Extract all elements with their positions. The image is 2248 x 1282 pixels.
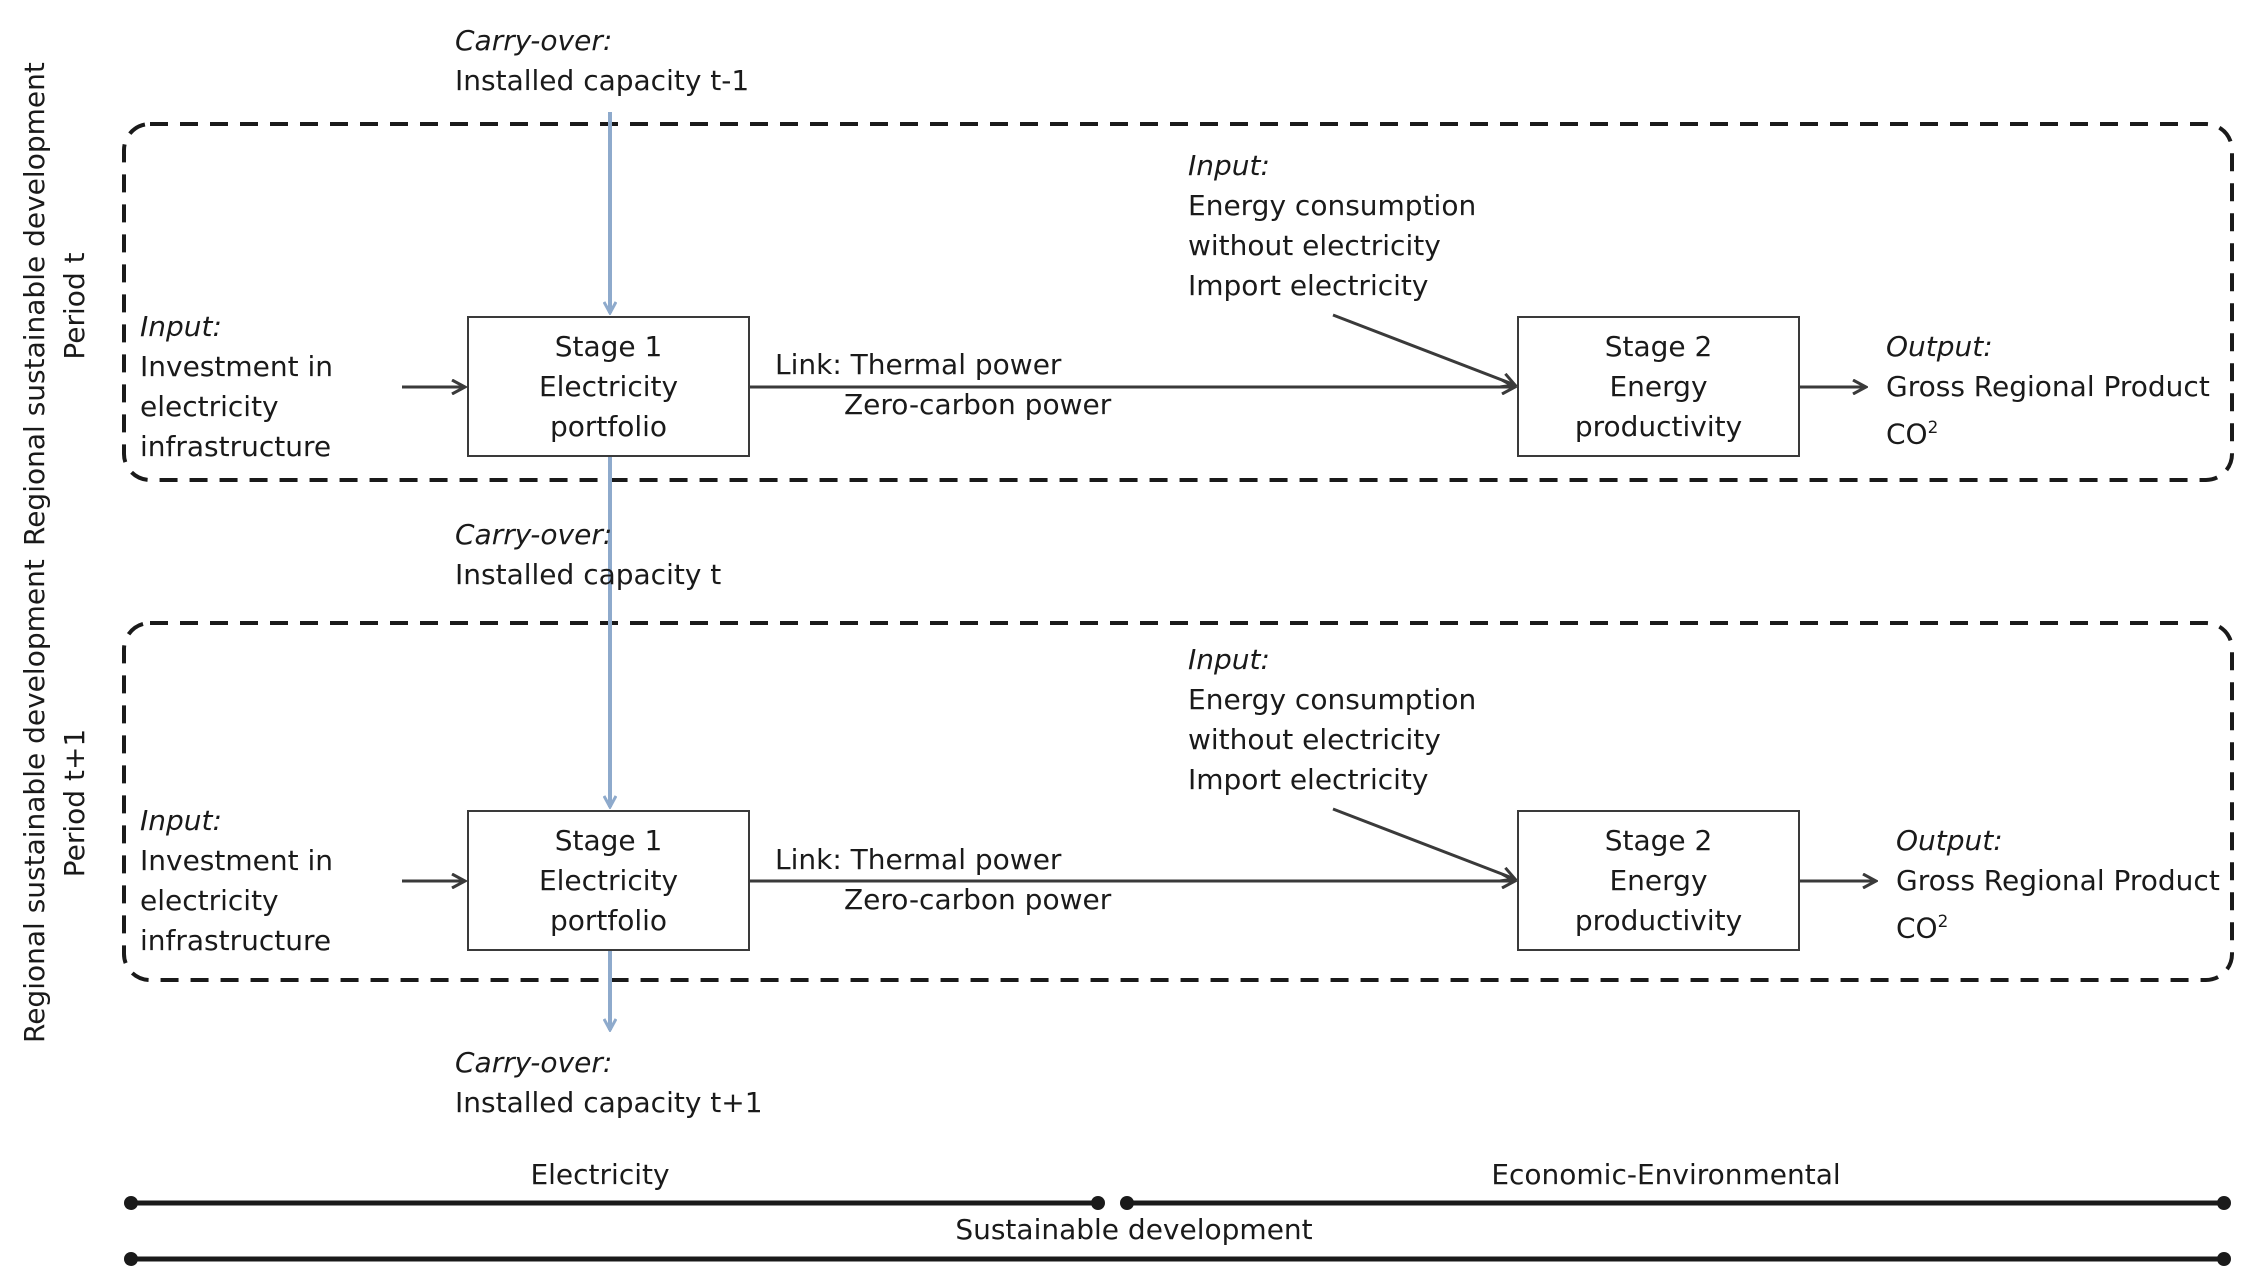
stage2-title-t: Stage 2 xyxy=(1604,329,1713,363)
investment-input-line3-t: infrastructure xyxy=(140,430,332,463)
carry-over-bottom-value: Installed capacity t+1 xyxy=(455,1086,763,1119)
investment-input-line3-t1: infrastructure xyxy=(140,924,332,957)
output-line2-t1: CO2 xyxy=(1896,901,1948,948)
investment-input-line2-t1: electricity xyxy=(140,884,279,917)
link-label-line2-t: Zero-carbon power xyxy=(844,388,1112,421)
link-label-line1-t1: Link: Thermal power xyxy=(775,843,1062,876)
electricity-scale-label: Electricity xyxy=(530,1158,670,1191)
stage2-box-t: Stage 2 Energy productivity xyxy=(1517,316,1800,457)
carry-over-top-value: Installed capacity t-1 xyxy=(455,64,750,97)
stage1-line2-t: Electricity xyxy=(538,369,679,403)
output-line2-t: CO2 xyxy=(1886,407,1938,454)
stage2-line2-t1: Energy xyxy=(1609,863,1708,897)
stage1-box-t: Stage 1 Electricity portfolio xyxy=(467,316,750,457)
economic-scale-end-dot xyxy=(2217,1196,2231,1210)
period-t1-side-label-line2: Period t+1 xyxy=(58,728,91,878)
energy-input-arrow-t xyxy=(1332,313,1515,385)
carry-over-mid-label: Carry-over: xyxy=(455,518,613,551)
investment-input-label-t: Input: xyxy=(140,310,222,343)
stage1-line3-t: portfolio xyxy=(549,409,668,443)
co2-sup-t1: 2 xyxy=(1937,911,1949,931)
period-t-side-label-line1: Regional sustainable development xyxy=(18,62,51,546)
output-label-t: Output: xyxy=(1886,330,1993,363)
stage2-title-t1: Stage 2 xyxy=(1604,823,1713,857)
output-line1-t1: Gross Regional Product xyxy=(1896,864,2220,897)
stage2-line2-t: Energy xyxy=(1609,369,1708,403)
electricity-scale-end-dot xyxy=(1091,1196,1105,1210)
link-label-line2-t1: Zero-carbon power xyxy=(844,883,1112,916)
stage2-box-t1: Stage 2 Energy productivity xyxy=(1517,810,1800,951)
stage1-title-t: Stage 1 xyxy=(554,329,663,363)
energy-input-label-t1: Input: xyxy=(1188,643,1270,676)
energy-input-line1-t1: Energy consumption xyxy=(1188,683,1477,716)
energy-input-line3-t1: Import electricity xyxy=(1188,763,1429,796)
energy-input-label-t: Input: xyxy=(1188,149,1270,182)
period-t1-frame xyxy=(122,621,2234,982)
period-t1-side-label: Regional sustainable development Period … xyxy=(15,559,95,1043)
investment-input-line1-t1: Investment in xyxy=(140,844,334,877)
investment-input-line1-t: Investment in xyxy=(140,350,334,383)
stage1-line2-t1: Electricity xyxy=(538,863,679,897)
sustainable-scale-start-dot xyxy=(124,1252,138,1266)
co2-base-t: CO xyxy=(1886,417,1928,451)
period-t-frame xyxy=(122,122,2234,482)
electricity-scale-start-dot xyxy=(124,1196,138,1210)
output-line1-t: Gross Regional Product xyxy=(1886,370,2210,403)
co2-sup-t: 2 xyxy=(1927,417,1939,437)
carry-over-top-label: Carry-over: xyxy=(455,24,613,57)
carry-over-mid-value: Installed capacity t xyxy=(455,558,722,591)
link-label-line1-t: Link: Thermal power xyxy=(775,348,1062,381)
stage2-line3-t1: productivity xyxy=(1574,903,1743,937)
sustainable-scale-label: Sustainable development xyxy=(955,1213,1313,1246)
energy-input-line2-t1: without electricity xyxy=(1188,723,1441,756)
stage1-line3-t1: portfolio xyxy=(549,903,668,937)
economic-scale-label: Economic-Environmental xyxy=(1491,1158,1841,1191)
output-label-t1: Output: xyxy=(1896,824,2003,857)
economic-scale-start-dot xyxy=(1120,1196,1134,1210)
energy-input-line1-t: Energy consumption xyxy=(1188,189,1477,222)
investment-input-line2-t: electricity xyxy=(140,390,279,423)
period-t-side-label-line2: Period t xyxy=(58,252,91,360)
period-t1-side-label-line1: Regional sustainable development xyxy=(18,559,51,1043)
carry-over-bottom-label: Carry-over: xyxy=(455,1046,613,1079)
period-t-side-label: Regional sustainable development Period … xyxy=(15,62,95,546)
co2-base-t1: CO xyxy=(1896,911,1938,945)
energy-input-line2-t: without electricity xyxy=(1188,229,1441,262)
energy-input-arrow-t1 xyxy=(1332,807,1515,879)
stage1-title-t1: Stage 1 xyxy=(554,823,663,857)
energy-input-line3-t: Import electricity xyxy=(1188,269,1429,302)
stage2-line3-t: productivity xyxy=(1574,409,1743,443)
investment-input-label-t1: Input: xyxy=(140,804,222,837)
sustainable-scale-end-dot xyxy=(2217,1252,2231,1266)
stage1-box-t1: Stage 1 Electricity portfolio xyxy=(467,810,750,951)
